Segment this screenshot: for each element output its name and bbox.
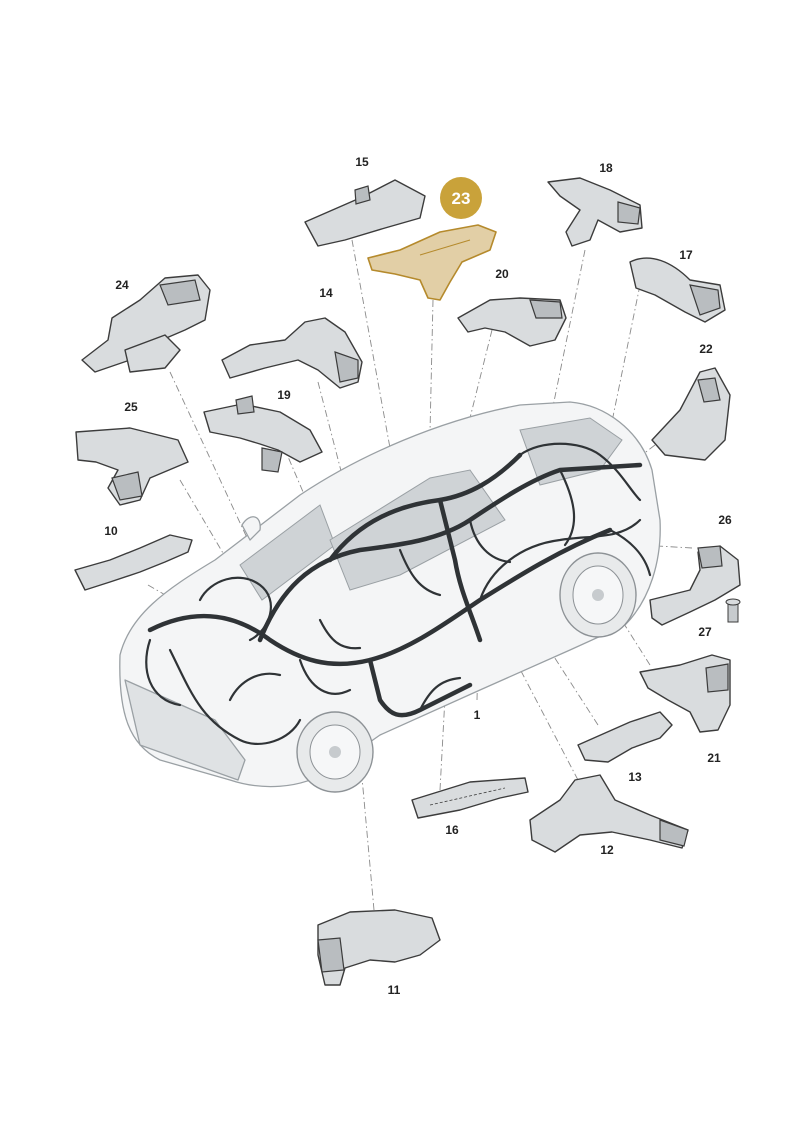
part-22[interactable] bbox=[651, 367, 731, 461]
label-1: 1 bbox=[474, 708, 481, 722]
label-22: 22 bbox=[699, 342, 713, 356]
leader-24 bbox=[169, 371, 249, 541]
label-20: 20 bbox=[495, 267, 509, 281]
label-18: 18 bbox=[599, 161, 613, 175]
label-10: 10 bbox=[104, 524, 118, 538]
part-15[interactable] bbox=[304, 179, 426, 247]
part-26[interactable] bbox=[649, 545, 741, 626]
leader-14 bbox=[317, 381, 356, 526]
side-window bbox=[329, 469, 506, 591]
label-14: 14 bbox=[319, 286, 333, 300]
highlight-badge-23[interactable]: 23 bbox=[440, 177, 482, 219]
leader-18 bbox=[539, 249, 586, 471]
label-11: 11 bbox=[388, 983, 401, 997]
label-12: 12 bbox=[600, 843, 614, 857]
front-wheel bbox=[296, 711, 374, 793]
leader-25 bbox=[179, 479, 241, 583]
badge-circle bbox=[440, 177, 482, 219]
part-27[interactable] bbox=[725, 598, 741, 623]
label-25: 25 bbox=[124, 400, 138, 414]
part-14[interactable] bbox=[221, 317, 363, 389]
part-18[interactable] bbox=[547, 177, 643, 247]
part-13[interactable] bbox=[577, 711, 673, 763]
part-10[interactable] bbox=[74, 534, 193, 591]
part-16[interactable] bbox=[411, 777, 529, 819]
label-19: 19 bbox=[277, 388, 291, 402]
side-mirror bbox=[241, 516, 261, 541]
label-15: 15 bbox=[355, 155, 369, 169]
car-body bbox=[119, 401, 661, 788]
part-24[interactable] bbox=[81, 274, 211, 373]
badge-label-23: 23 bbox=[452, 189, 471, 208]
part-11[interactable] bbox=[317, 909, 441, 986]
leader-15 bbox=[351, 239, 406, 531]
part-17[interactable] bbox=[629, 257, 726, 323]
part-21[interactable] bbox=[639, 654, 731, 733]
label-13: 13 bbox=[628, 770, 642, 784]
label-24: 24 bbox=[115, 278, 129, 292]
vehicle-outline bbox=[119, 401, 661, 793]
grille bbox=[124, 679, 246, 781]
label-27: 27 bbox=[698, 625, 712, 639]
label-17: 17 bbox=[679, 248, 693, 262]
part-25[interactable] bbox=[75, 427, 189, 506]
rear-wheel bbox=[559, 552, 637, 638]
label-26: 26 bbox=[718, 513, 732, 527]
part-labels: 15 18 17 20 24 14 22 19 25 26 10 27 1 21… bbox=[104, 155, 732, 997]
wiring-harness bbox=[145, 442, 652, 745]
label-16: 16 bbox=[445, 823, 459, 837]
part-19[interactable] bbox=[203, 395, 323, 473]
part-20[interactable] bbox=[457, 297, 567, 347]
part-12[interactable] bbox=[529, 774, 689, 853]
label-21: 21 bbox=[707, 751, 721, 765]
part-23[interactable] bbox=[367, 224, 497, 301]
